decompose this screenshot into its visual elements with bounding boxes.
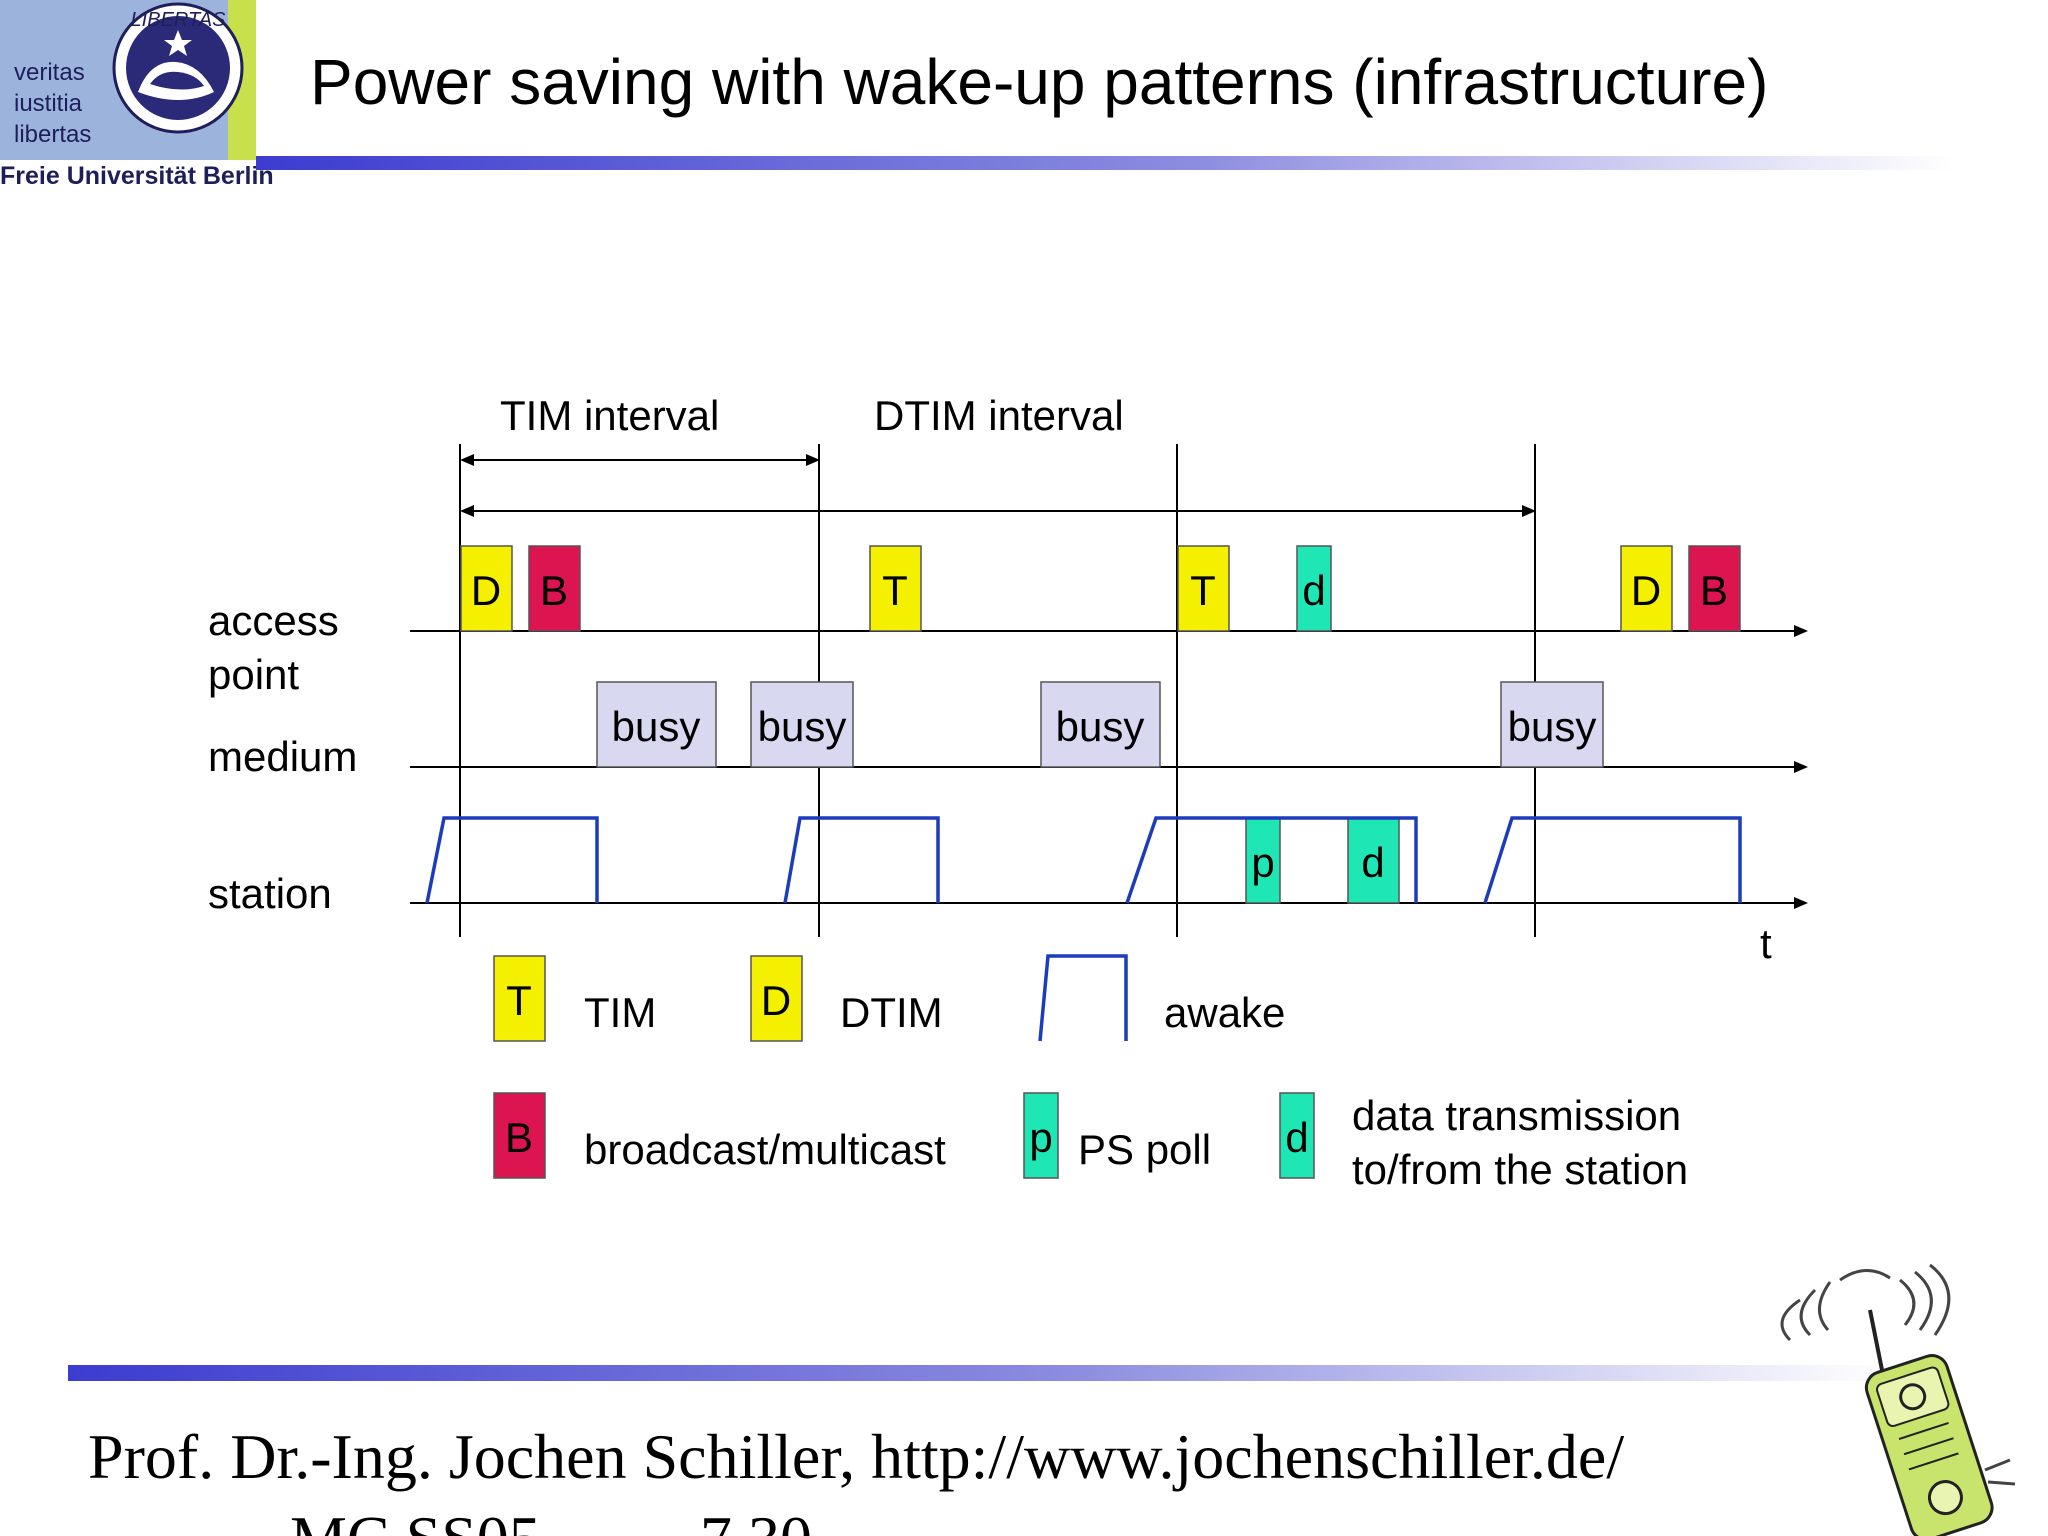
awake-period (1483, 816, 1742, 904)
busy-period: busy (596, 681, 717, 768)
legend-data: d data transmission to/from the station (1279, 1092, 1688, 1193)
svg-text:p: p (1251, 839, 1274, 886)
footer-author: Prof. Dr.-Ing. Jochen Schiller, http://w… (88, 1421, 1624, 1492)
footer-page-number: 7.30 (700, 1503, 812, 1536)
svg-text:d: d (1302, 567, 1325, 614)
busy-period: busy (750, 681, 854, 768)
legend: T TIM D DTIM awake B broadcast/multicast… (493, 954, 1688, 1193)
legend-tim-symbol: T (506, 977, 532, 1024)
logo-motto-1: veritas (14, 59, 85, 86)
tim-frame: T (869, 545, 922, 632)
row-label-station: station (208, 870, 332, 917)
dtim-interval-label: DTIM interval (874, 392, 1124, 439)
legend-data-symbol: d (1285, 1114, 1308, 1161)
legend-ps-poll: p PS poll (1023, 1092, 1211, 1179)
footer-bar (68, 1365, 1888, 1381)
svg-text:T: T (882, 567, 908, 614)
legend-awake: awake (1038, 954, 1285, 1042)
svg-text:busy: busy (758, 703, 847, 750)
awake-period (425, 816, 599, 904)
footer: Prof. Dr.-Ing. Jochen Schiller, http://w… (68, 1263, 2016, 1536)
row-label-access: access (208, 597, 339, 644)
legend-tim-label: TIM (584, 989, 656, 1036)
mobile-phone-clipart-icon (1780, 1263, 2016, 1536)
legend-data-label-1: data transmission (1352, 1092, 1681, 1139)
awake-period (783, 816, 940, 904)
legend-awake-label: awake (1164, 989, 1285, 1036)
dtim-frame: D (1620, 545, 1673, 632)
busy-period: busy (1040, 681, 1161, 768)
fu-berlin-seal-icon: LIBERTAS veritas iustitia libertas (0, 0, 256, 160)
footer-course: MC SS05 (290, 1503, 541, 1536)
header: LIBERTAS veritas iustitia libertas Freie… (0, 0, 1956, 190)
legend-broadcast: B broadcast/multicast (493, 1092, 946, 1179)
legend-dtim-symbol: D (761, 977, 791, 1024)
logo-seal-text: LIBERTAS (131, 9, 227, 31)
svg-text:d: d (1361, 839, 1384, 886)
legend-tim: T TIM (493, 955, 656, 1042)
legend-broadcast-symbol: B (505, 1114, 533, 1161)
legend-ps-poll-label: PS poll (1078, 1126, 1211, 1173)
legend-dtim-label: DTIM (840, 989, 943, 1036)
dtim-frame: D (460, 545, 513, 632)
row-label-point: point (208, 651, 299, 698)
svg-text:D: D (471, 567, 501, 614)
broadcast-frame: B (1688, 545, 1741, 632)
svg-text:busy: busy (1056, 703, 1145, 750)
timing-diagram: TIM interval DTIM interval access point … (208, 392, 1808, 967)
page-title: Power saving with wake-up patterns (infr… (310, 46, 1768, 118)
legend-ps-poll-symbol: p (1029, 1114, 1052, 1161)
tim-interval-label: TIM interval (500, 392, 719, 439)
broadcast-frame: B (528, 545, 581, 632)
logo-motto-3: libertas (14, 121, 91, 148)
ps-poll-frame: p (1245, 817, 1281, 904)
awake-period (1125, 816, 1418, 904)
busy-period: busy (1500, 681, 1604, 768)
data-frame: d (1296, 545, 1332, 632)
svg-text:B: B (1700, 567, 1728, 614)
data-frame: d (1347, 817, 1400, 904)
awake-symbol (1038, 954, 1128, 1042)
tim-frame: T (1177, 545, 1230, 632)
legend-broadcast-label: broadcast/multicast (584, 1126, 946, 1173)
legend-data-label-2: to/from the station (1352, 1146, 1688, 1193)
svg-text:B: B (540, 567, 568, 614)
logo-motto-2: iustitia (14, 90, 83, 117)
header-bar (256, 156, 1956, 170)
legend-dtim: D DTIM (750, 955, 943, 1042)
svg-text:T: T (1190, 567, 1216, 614)
row-label-medium: medium (208, 733, 357, 780)
svg-text:busy: busy (612, 703, 701, 750)
institution-name: Freie Universität Berlin (0, 162, 274, 190)
time-axis-label: t (1760, 920, 1772, 967)
svg-text:busy: busy (1508, 703, 1597, 750)
svg-text:D: D (1631, 567, 1661, 614)
